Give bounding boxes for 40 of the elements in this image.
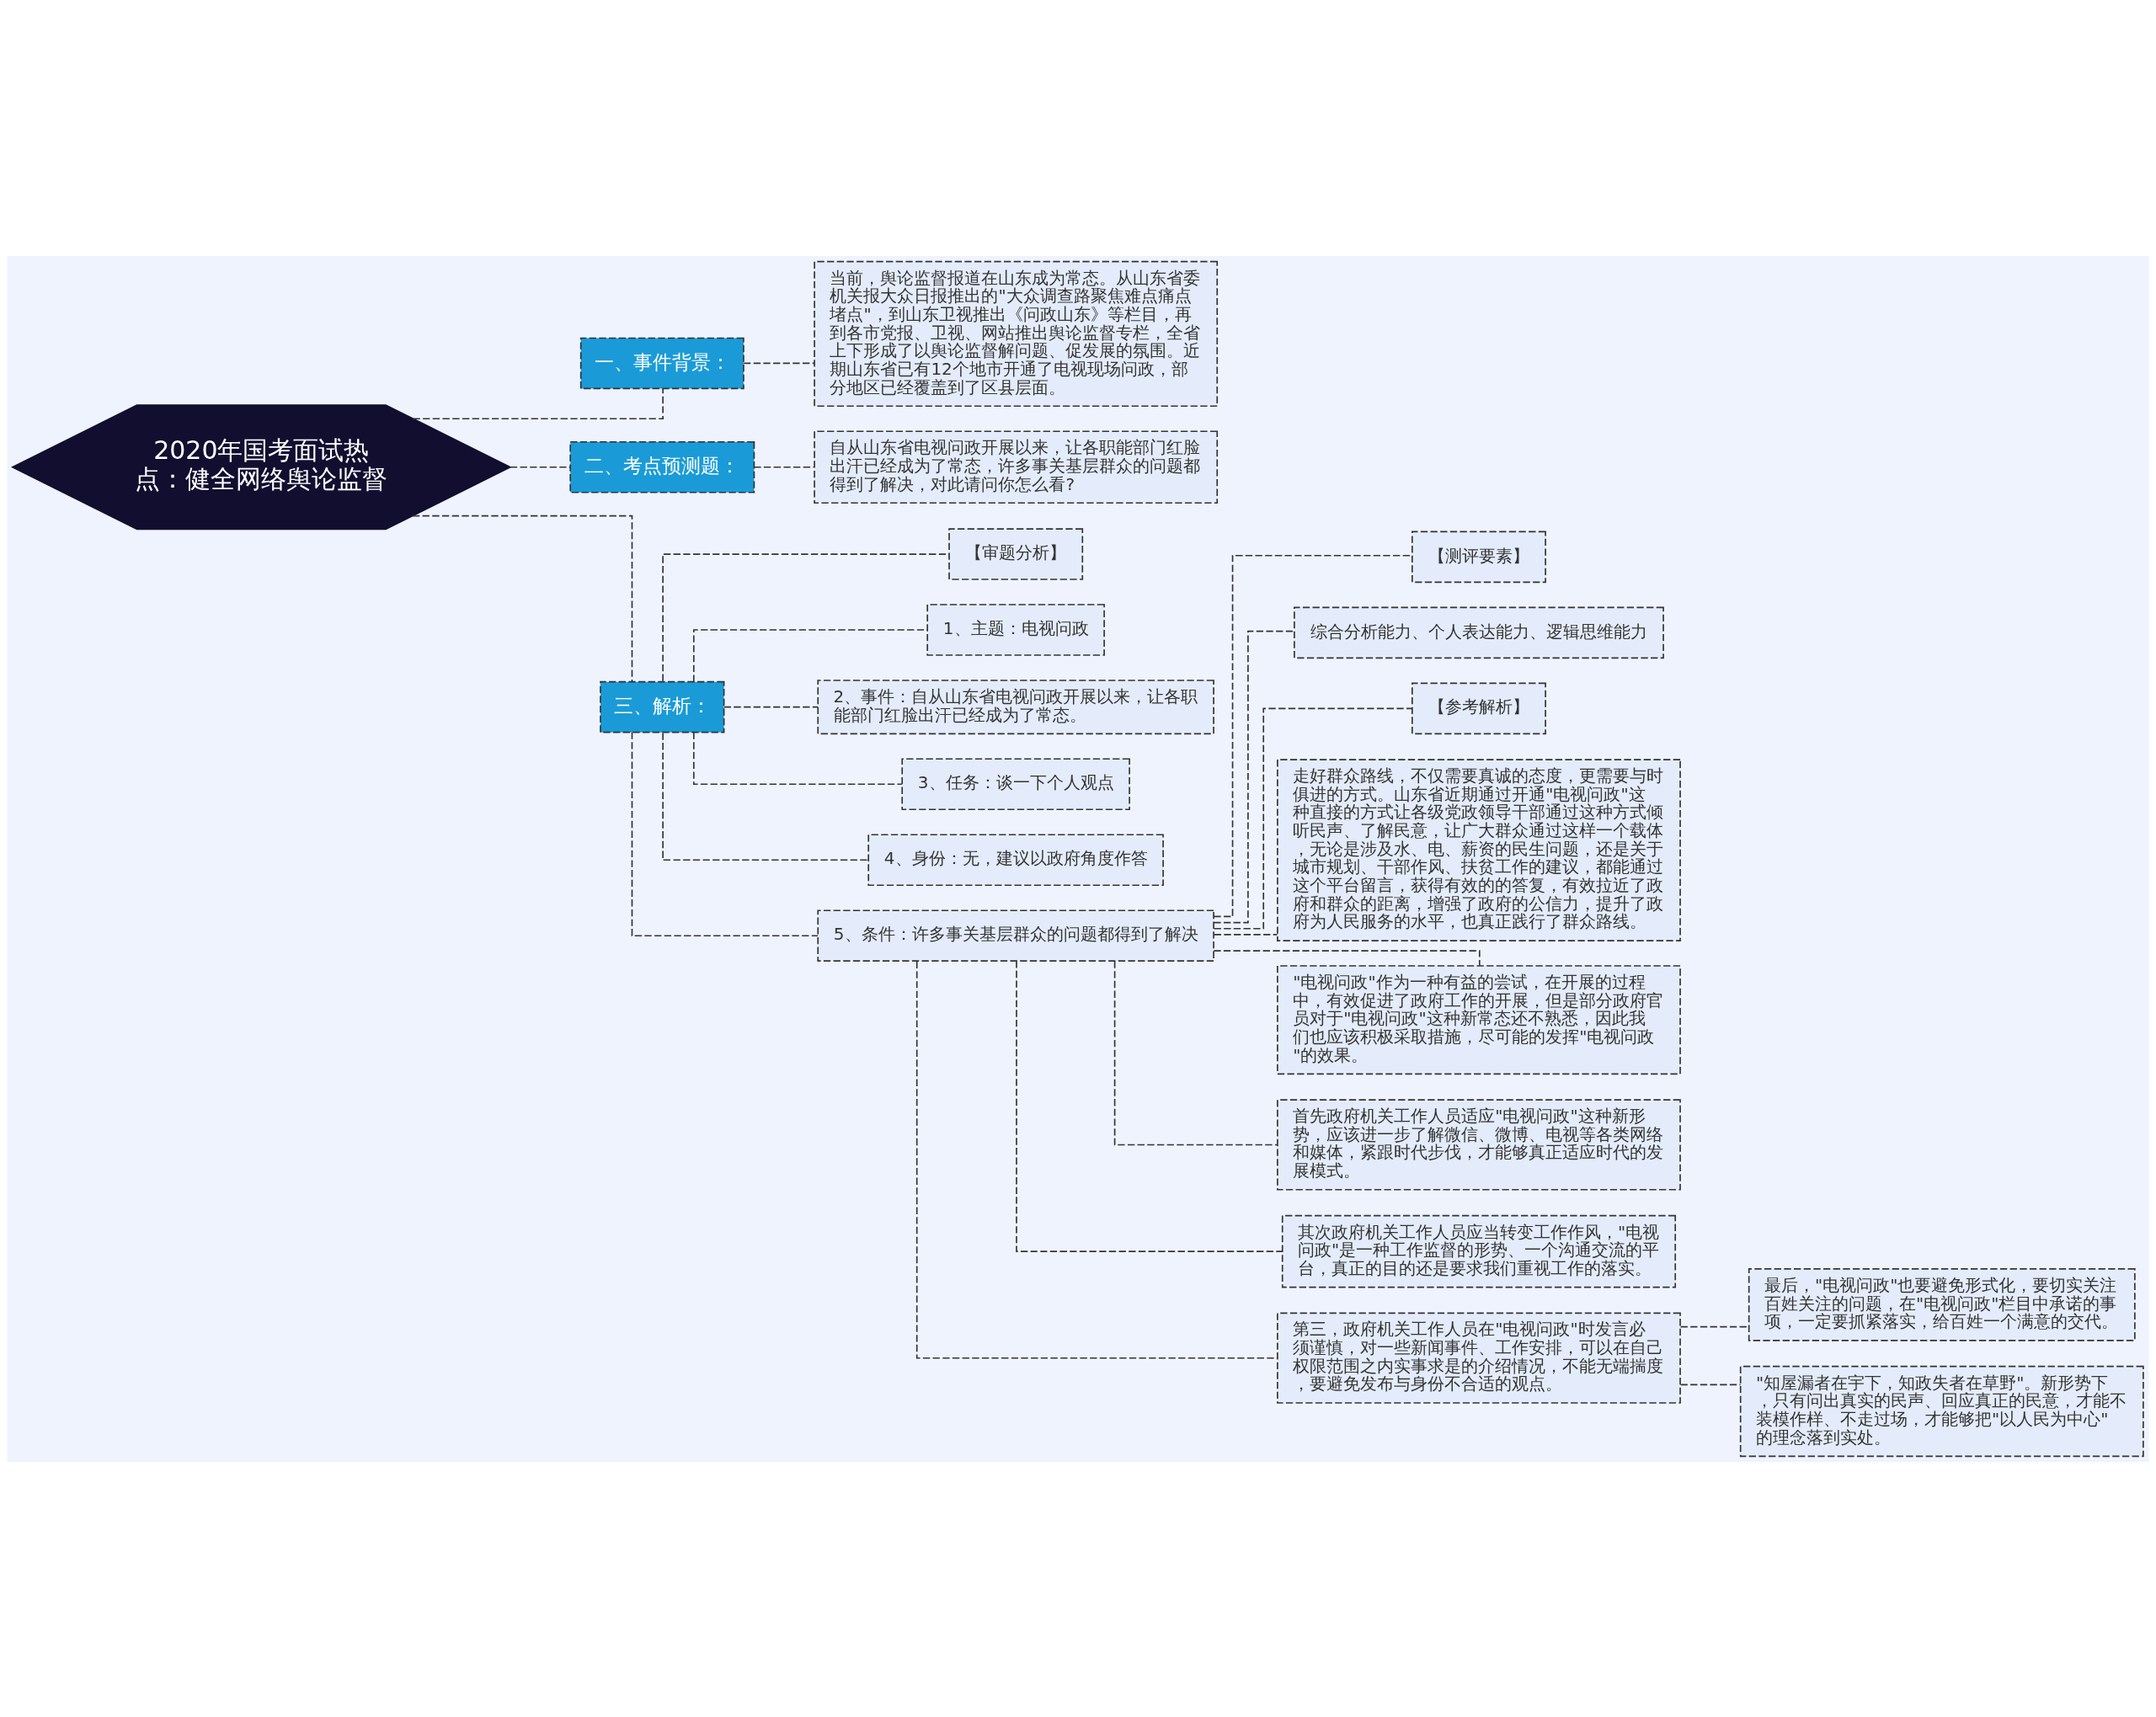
node-box: 5、条件：许多事关基层群众的问题都得到了解决 [817, 909, 1214, 962]
connector [1213, 554, 1412, 917]
connector [662, 552, 950, 682]
node-box: 其次政府机关工作人员应当转变工作作风，"电视问政"是一种工作监督的形势、一个沟通交流的平台，真正的目的还是要求我们重视工作的落实。 [1281, 1214, 1677, 1288]
connector [723, 706, 819, 707]
connector [1679, 1384, 1742, 1385]
connector [915, 960, 1278, 1359]
connector [1213, 707, 1413, 930]
node-box: 1、主题：电视问政 [926, 603, 1105, 656]
connector [1113, 960, 1278, 1145]
connector [412, 515, 633, 682]
node-box: 2、事件：自从山东省电视问政开展以来，让各职能部门红脸出汗已经成为了常态。 [817, 679, 1214, 734]
node-box: "知屋漏者在宇下，知政失者在草野"。新形势下，只有问出真实的民声、回应真正的民意，才能不装模作样、不走过场，才能够把"以人民为中心"的理念落到实处。 [1739, 1365, 2144, 1457]
node-box: 当前，舆论监督报道在山东成为常态。从山东省委机关报大众日报推出的"大众调查路聚焦难点痛点堵点"，到山东卫视推出《问政山东》等栏目，再到各市党报、卫视、网站推出舆论监督专栏，全省上下形成了以舆论监督解问题、促发展的氛围。近期山东省已有12个地市开通了电视现场问政，部分地区已经覆盖到了区县层面。 [814, 260, 1219, 407]
connector [1213, 933, 1278, 936]
node-box: 走好群众路线，不仅需要真诚的态度，更需要与时俱进的方式。山东省近期通过开通"电视问政"这种直接的方式让各级党政领导干部通过这种方式倾听民声、了解民意，让广大群众通过这样一个载体，无论是涉及水、电、薪资的民生问题，还是关于城市规划、干部作风、扶贫工作的建议，都能通过这个平台留言，获得有效的的答复，有效拉近了政府和群众的距离，增强了政府的公信力，提升了政府为人民服务的水平，也真正践行了群众路线。 [1277, 758, 1681, 941]
connector [692, 731, 903, 785]
node-box: 【审题分析】 [948, 527, 1084, 580]
node-box: 首先政府机关工作人员适应"电视问政"这种新形势，应该进一步了解微信、微博、电视等各类网络和媒体，紧跟时代步伐，才能够真正适应时代的发展模式。 [1277, 1098, 1681, 1191]
node-box: 综合分析能力、个人表达能力、逻辑思维能力 [1294, 606, 1664, 659]
connector [743, 362, 815, 364]
node-box: 一、事件背景： [579, 337, 744, 389]
connector [753, 466, 815, 468]
connector [631, 731, 819, 936]
node-box: 【测评要素】 [1412, 531, 1546, 583]
connector [662, 732, 869, 861]
connector [1213, 630, 1295, 923]
node-box: "电视问政"作为一种有益的尝试，在开展的过程中，有效促进了政府工作的开展，但是部分政府官员对于"电视问政"这种新常态还不熟悉，因此我们也应该积极采取措施，尽可能的发挥"电视问政"的效果。 [1277, 964, 1681, 1074]
node-box: 二、考点预测题： [569, 440, 755, 493]
node-box: 自从山东省电视问政开展以来，让各职能部门红脸出汗已经成为了常态，许多事关基层群众的问题都得到了解决，对此请问你怎么看? [814, 429, 1219, 504]
connector [1016, 959, 1283, 1252]
node-box: 三、解析： [600, 680, 725, 733]
node-box: 4、身份：无，建议以政府角度作答 [867, 833, 1164, 886]
node-box: 3、任务：谈一下个人观点 [901, 757, 1130, 810]
node-box: 【参考解析】 [1412, 682, 1546, 734]
connector [692, 628, 928, 682]
node-box: 最后，"电视问政"也要避免形式化，要切实关注百姓关注的问题，在"电视问政"栏目中承诺的事项，一定要抓紧落实，给百姓一个满意的交代。 [1748, 1267, 2136, 1341]
connector [509, 466, 571, 468]
connector [412, 387, 664, 419]
node-box: 第三，政府机关工作人员在"电视问政"时发言必须谨慎，对一些新闻事件、工作安排，可以在自己权限范围之内实事求是的介绍情况，不能无端揣度，要避免发布与身份不合适的观点。 [1277, 1312, 1681, 1404]
